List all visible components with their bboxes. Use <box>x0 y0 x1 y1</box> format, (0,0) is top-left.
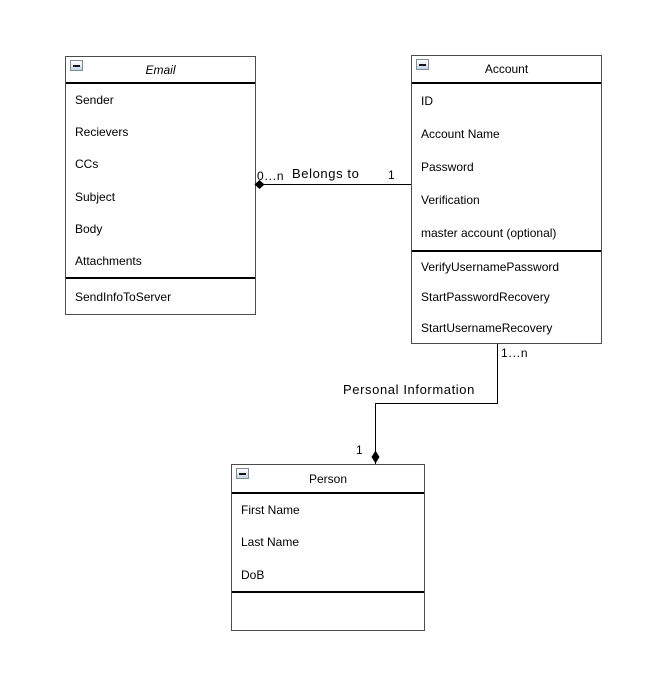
relationship-label-personal-information: Personal Information <box>343 382 475 397</box>
collapse-button[interactable] <box>416 59 429 70</box>
attribute-row: Body <box>75 221 103 236</box>
class-title: Person <box>308 471 348 486</box>
multiplicity-email-end: 0...n <box>257 169 285 183</box>
collapse-button[interactable] <box>236 468 249 479</box>
class-header: Account <box>412 56 601 84</box>
multiplicity-account-end: 1...n <box>501 346 529 360</box>
methods-section: VerifyUsernamePassword StartPasswordReco… <box>412 250 601 343</box>
attribute-row: Last Name <box>241 535 300 550</box>
minus-icon <box>239 472 246 475</box>
attribute-row: Subject <box>75 189 116 204</box>
collapse-button[interactable] <box>70 60 83 71</box>
class-header: Email <box>66 57 255 84</box>
attribute-row: First Name <box>241 503 300 518</box>
attributes-section: ID Account Name Password Verification ma… <box>412 84 601 250</box>
personal-information-connector[interactable] <box>371 344 498 464</box>
attributes-section: Sender Recievers CCs Subject Body Attach… <box>66 84 255 277</box>
multiplicity-account-end: 1 <box>388 168 396 182</box>
method-row: SendInfoToServer <box>75 289 172 304</box>
attribute-row: ID <box>421 93 433 108</box>
composition-diamond-icon <box>371 450 380 464</box>
attribute-row: Account Name <box>421 126 500 141</box>
attribute-row: Password <box>421 160 474 174</box>
attribute-row: Recievers <box>75 125 129 140</box>
class-box-email[interactable]: Email Sender Recievers CCs Subject Body … <box>65 56 256 315</box>
multiplicity-person-end: 1 <box>356 443 364 457</box>
attribute-row: master account (optional) <box>421 226 557 241</box>
class-box-account[interactable]: Account ID Account Name Password Verific… <box>411 55 602 344</box>
attributes-section: First Name Last Name DoB <box>232 494 424 591</box>
class-title: Email <box>145 62 176 77</box>
minus-icon <box>419 63 426 66</box>
method-row: StartPasswordRecovery <box>421 290 550 305</box>
attribute-row: CCs <box>75 157 99 172</box>
methods-section <box>232 591 424 630</box>
attribute-row: Verification <box>421 193 480 208</box>
relationship-label-belongs-to: Belongs to <box>292 166 360 181</box>
class-box-person[interactable]: Person First Name Last Name DoB <box>231 464 425 631</box>
class-header: Person <box>232 465 424 494</box>
class-title: Account <box>484 62 529 76</box>
attribute-row: Attachments <box>75 253 142 268</box>
method-row: VerifyUsernamePassword <box>421 260 560 275</box>
attribute-row: DoB <box>241 567 265 582</box>
minus-icon <box>73 64 80 67</box>
method-row: StartUsernameRecovery <box>421 320 553 335</box>
attribute-row: Sender <box>75 93 114 108</box>
methods-section: SendInfoToServer <box>66 277 255 314</box>
